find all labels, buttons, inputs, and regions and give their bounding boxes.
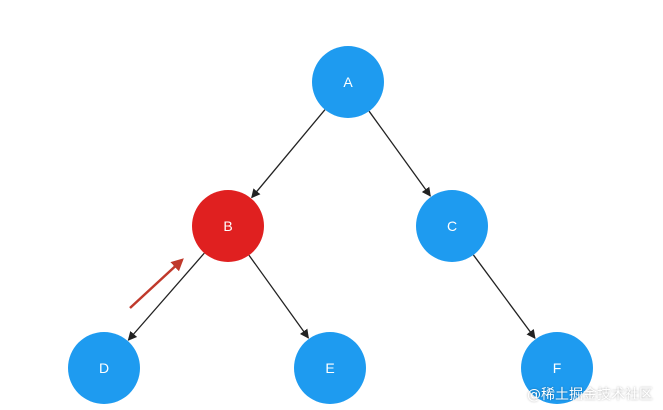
node-e: E [294,332,366,404]
node-circle-a [312,46,384,118]
watermark-text: @稀土掘金技术社区 [527,387,653,403]
node-a: A [312,46,384,118]
edge-a-c [368,110,431,197]
edges-layer [127,109,536,341]
node-circle-d [68,332,140,404]
edge-a-b [251,109,326,199]
node-label-b: B [223,218,232,234]
node-circle-b [192,190,264,262]
node-f: F [521,332,593,404]
node-label-a: A [343,74,353,90]
node-b: B [192,190,264,262]
node-label-e: E [325,360,334,376]
node-d: D [68,332,140,404]
edge-b-d [127,252,205,341]
edge-c-f [472,254,536,339]
node-label-f: F [553,360,562,376]
node-c: C [416,190,488,262]
node-circle-e [294,332,366,404]
node-label-d: D [99,360,109,376]
edge-b-e [248,254,309,339]
nodes-layer: A B C D E F [68,46,593,404]
node-circle-f [521,332,593,404]
node-circle-c [416,190,488,262]
highlight-arrow [129,258,184,309]
node-label-c: C [447,218,457,234]
